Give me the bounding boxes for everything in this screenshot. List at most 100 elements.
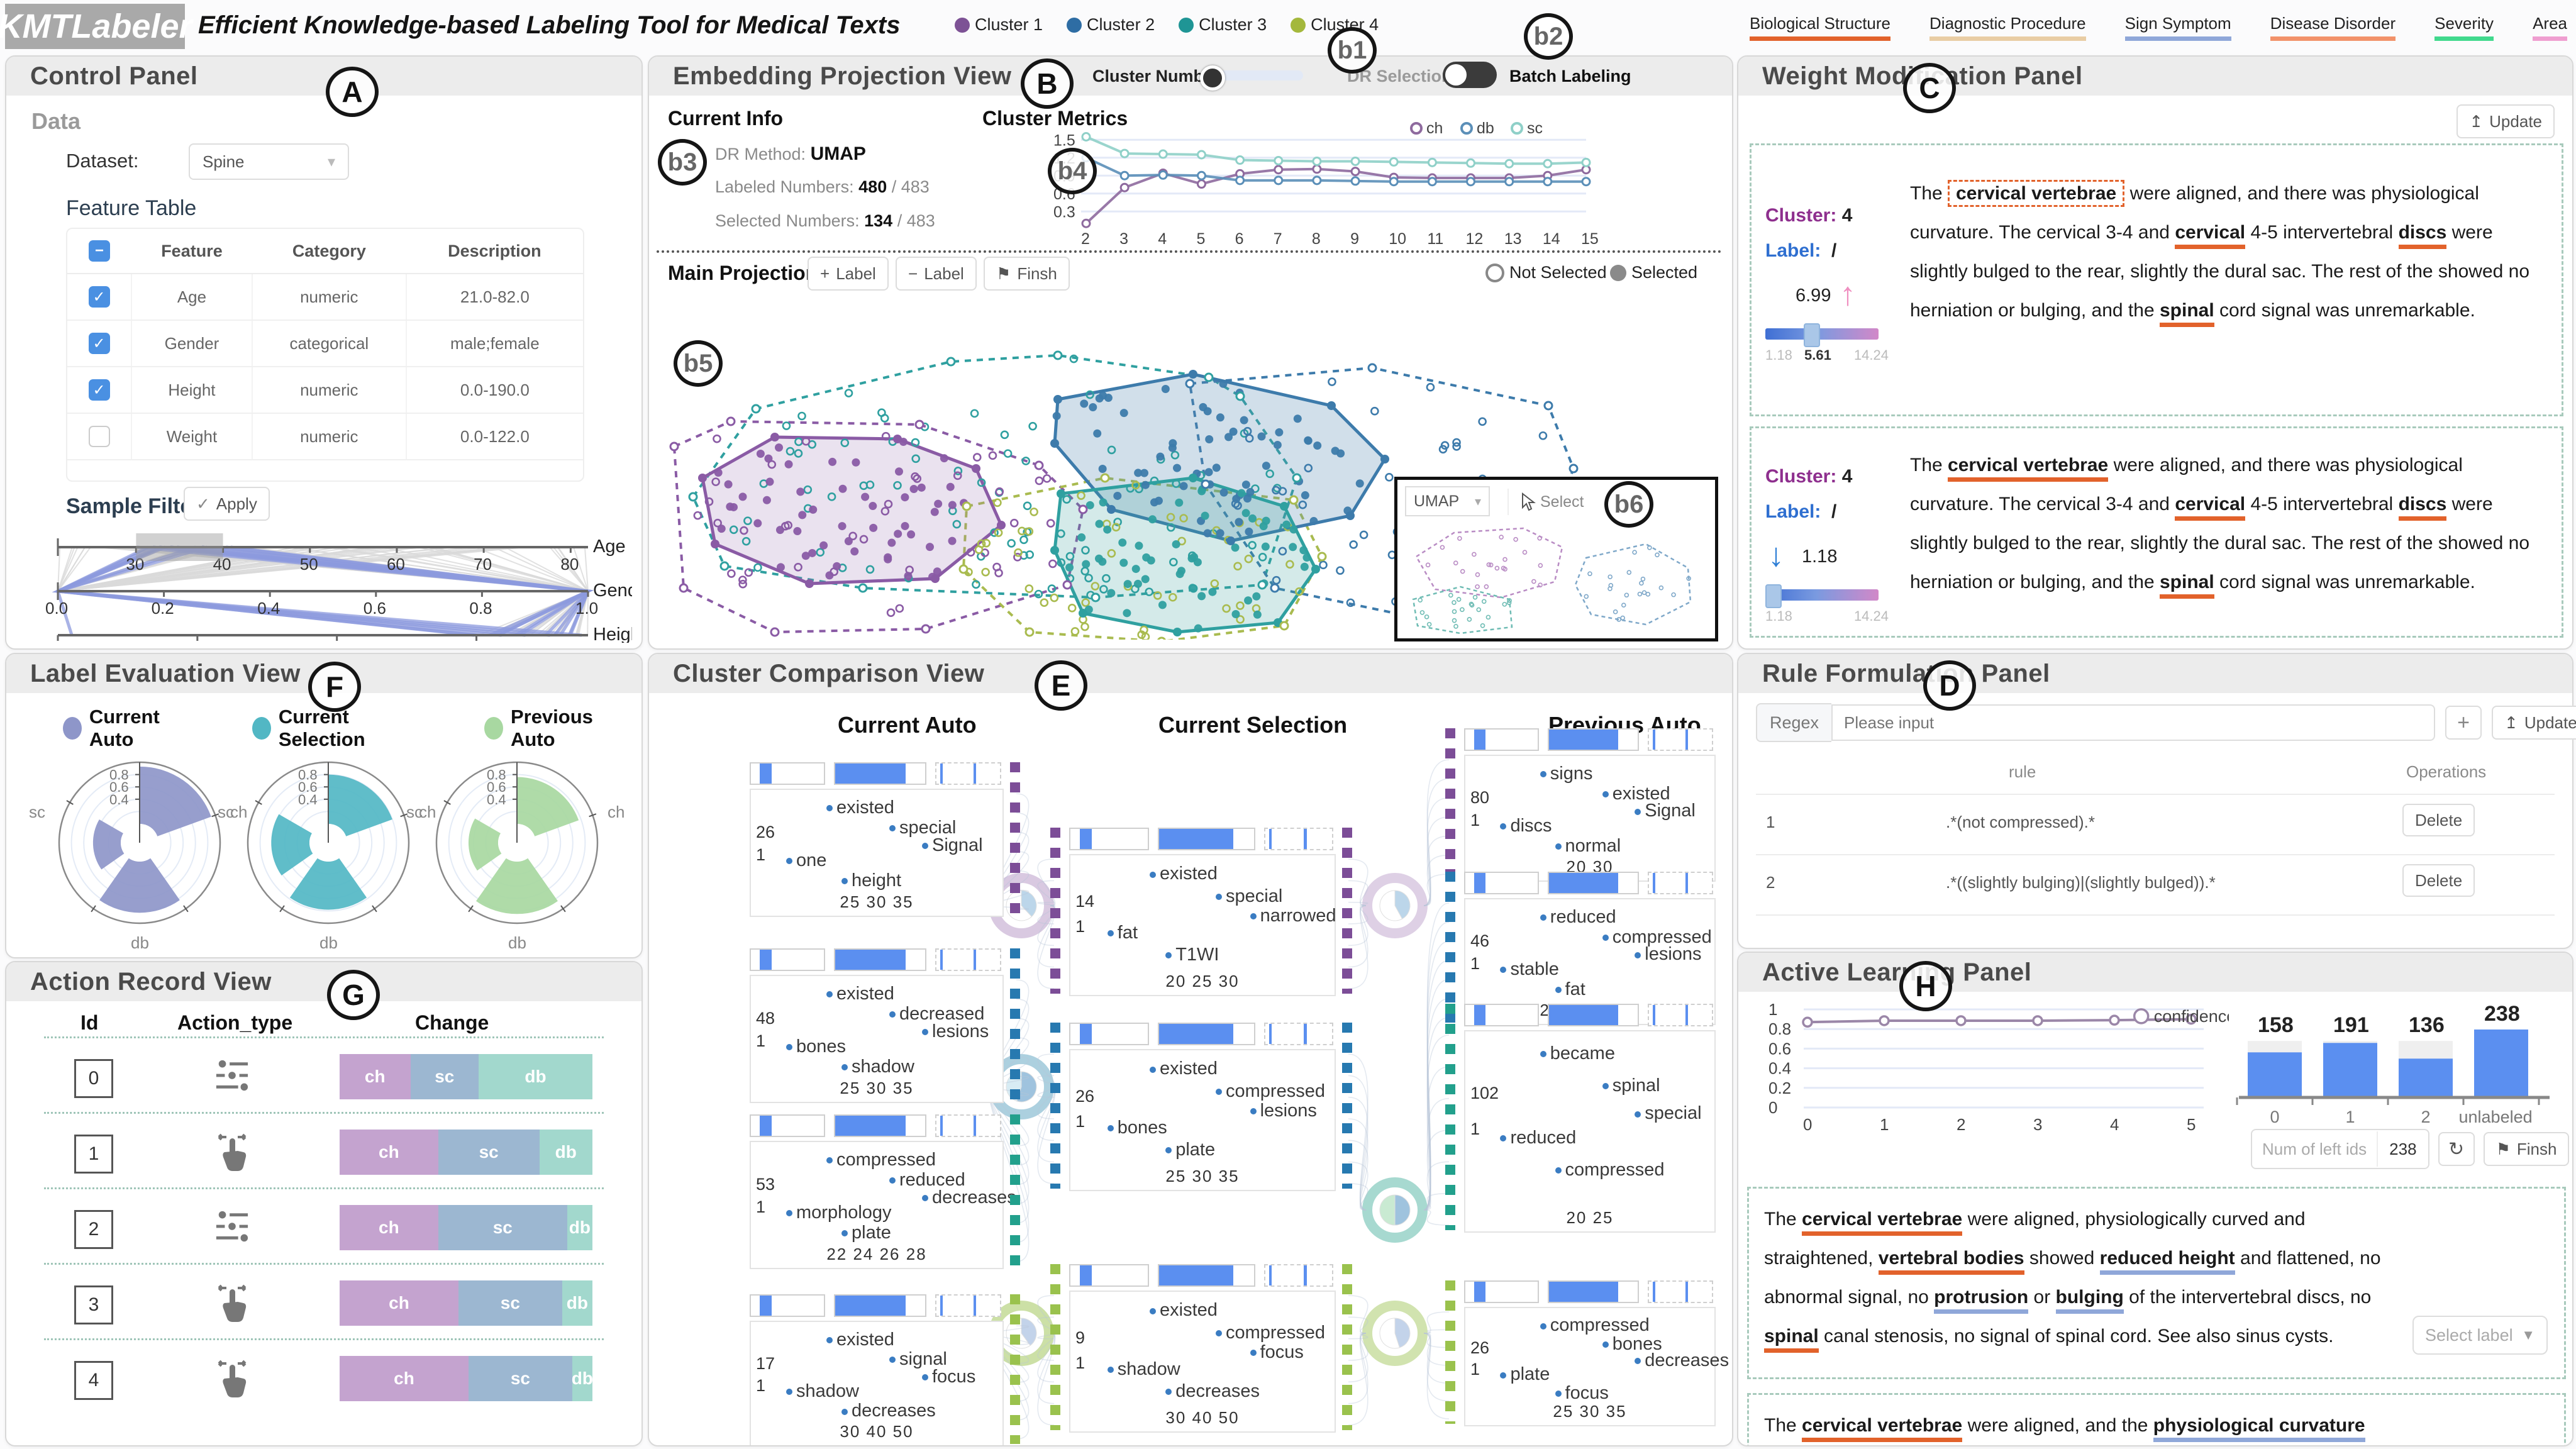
keyword[interactable]: spinal	[1602, 1075, 1660, 1096]
keyword[interactable]: plate	[841, 1223, 891, 1243]
al-finish-button[interactable]: ⚑Finsh	[2483, 1132, 2570, 1166]
entity-type-label[interactable]: Area	[2533, 14, 2567, 41]
keyword[interactable]: existed	[826, 797, 894, 818]
entity-type-label[interactable]: Diagnostic Procedure	[1929, 14, 2086, 41]
keyword[interactable]: stable	[1500, 959, 1559, 980]
minimap-select-btn[interactable]: Select	[1507, 489, 1584, 515]
keyword[interactable]: plate	[1500, 1364, 1550, 1385]
keyword[interactable]: compressed	[1216, 1081, 1325, 1102]
keyword[interactable]: fat	[1555, 979, 1585, 1000]
keyword[interactable]: existed	[1150, 863, 1218, 884]
keyword[interactable]: discs	[1500, 816, 1552, 836]
keyword[interactable]: reduced	[1540, 907, 1616, 928]
feature-checkbox[interactable]	[88, 426, 110, 447]
keyword[interactable]: decreases	[1635, 1350, 1729, 1371]
entity-type-label[interactable]: Disease Disorder	[2270, 14, 2396, 41]
keyword[interactable]: compressed	[826, 1150, 936, 1170]
keyword[interactable]: compressed	[1555, 1160, 1665, 1180]
keyword[interactable]: lesions	[1635, 944, 1702, 965]
weight-slider-handle[interactable]	[1803, 323, 1820, 347]
keyword[interactable]: fat	[1107, 923, 1138, 943]
keyword[interactable]: bones	[786, 1036, 846, 1057]
keyword[interactable]: focus	[1250, 1342, 1304, 1363]
keyword[interactable]: morphology	[786, 1202, 892, 1223]
keyword[interactable]: one	[786, 850, 826, 871]
keyword[interactable]: special	[1216, 886, 1282, 907]
mode-toggle[interactable]	[1443, 62, 1497, 88]
keyword[interactable]: lesions	[922, 1021, 989, 1042]
keyword[interactable]: T1WI	[1165, 945, 1219, 965]
apply-button[interactable]: ✓ Apply	[184, 487, 270, 521]
keyword[interactable]: shadow	[841, 1057, 914, 1077]
keyword[interactable]: shadow	[1107, 1359, 1180, 1380]
keyword[interactable]: narrowed	[1250, 906, 1336, 926]
keyword[interactable]: bones	[1602, 1334, 1662, 1355]
keyword[interactable]: focus	[922, 1367, 975, 1387]
keyword[interactable]: lesions	[1250, 1101, 1317, 1121]
projection-minimap[interactable]: UMAP ▾ Select	[1394, 477, 1718, 641]
keyword[interactable]: existed	[1150, 1058, 1218, 1079]
feature-checkbox[interactable]: ✓	[88, 333, 110, 354]
keyword[interactable]: reduced	[1500, 1128, 1576, 1148]
main-projection-scatter[interactable]	[655, 302, 1724, 640]
keyword[interactable]: compressed	[1216, 1323, 1325, 1343]
keyword[interactable]: signs	[1540, 763, 1593, 784]
regex-input[interactable]	[1831, 704, 2436, 741]
keyword[interactable]: shadow	[786, 1381, 859, 1402]
rule-update-button[interactable]: ↥Update	[2492, 706, 2576, 740]
keyword[interactable]: Signal	[1635, 801, 1696, 821]
add-rule-button[interactable]: +	[2445, 706, 2482, 740]
toggle-knob[interactable]	[1445, 64, 1467, 86]
keyword[interactable]: focus	[1555, 1383, 1609, 1404]
select-label-dropdown[interactable]: Select label▼	[2412, 1316, 2548, 1355]
keyword[interactable]: Signal	[922, 835, 983, 856]
keyword[interactable]: existed	[1602, 784, 1670, 804]
feature-checkbox[interactable]: ✓	[88, 286, 110, 308]
num-left-ids-field[interactable]: Num of left ids 238	[2251, 1129, 2429, 1169]
keyword[interactable]: height	[841, 870, 901, 891]
keyword[interactable]: existed	[826, 984, 894, 1004]
delete-rule-button[interactable]: Delete	[2402, 804, 2475, 836]
feature-checkbox[interactable]: ✓	[88, 379, 110, 401]
keyword[interactable]: normal	[1555, 836, 1621, 857]
parallel-coordinates-chart[interactable]: AgeGenderHeight3040506070800.00.20.40.60…	[19, 523, 632, 643]
minimap-dr-select[interactable]: UMAP ▾	[1405, 486, 1490, 516]
keyword[interactable]: decreases	[922, 1187, 1016, 1208]
keyword[interactable]: became	[1540, 1043, 1615, 1064]
select-all-checkbox[interactable]: −	[89, 240, 110, 262]
weight-slider[interactable]	[1765, 584, 1879, 608]
keyword[interactable]: compressed	[1602, 927, 1712, 948]
entity-type-label[interactable]: Biological Structure	[1750, 14, 1890, 41]
keyword[interactable]: existed	[1150, 1300, 1218, 1321]
weight-update-button[interactable]: ↥Update	[2457, 104, 2555, 138]
add-label-button[interactable]: +Label	[808, 257, 889, 291]
entity-type-label[interactable]: Sign Symptom	[2124, 14, 2231, 41]
finish-button[interactable]: ⚑Finsh	[984, 257, 1070, 291]
delete-rule-button[interactable]: Delete	[2402, 864, 2475, 897]
minus-label-button[interactable]: −Label	[896, 257, 977, 291]
batch-labeling-label[interactable]: Batch Labeling	[1509, 67, 1631, 86]
keyword[interactable]: existed	[826, 1330, 894, 1350]
keyword[interactable]: signal	[889, 1349, 947, 1370]
weight-slider-handle[interactable]	[1765, 584, 1782, 608]
keyword[interactable]: compressed	[1540, 1315, 1650, 1336]
slider-knob[interactable]	[1200, 65, 1225, 91]
keyword[interactable]: special	[889, 818, 956, 838]
keyword[interactable]: decreased	[889, 1004, 984, 1024]
keyword[interactable]: decreases	[841, 1401, 936, 1421]
keyword[interactable]: bones	[1107, 1118, 1167, 1138]
weight-slider[interactable]	[1765, 323, 1879, 347]
dataset-select[interactable]: Spine ▾	[189, 143, 349, 180]
keyword[interactable]: decreases	[1165, 1381, 1260, 1402]
keyword[interactable]: special	[1635, 1103, 1702, 1124]
